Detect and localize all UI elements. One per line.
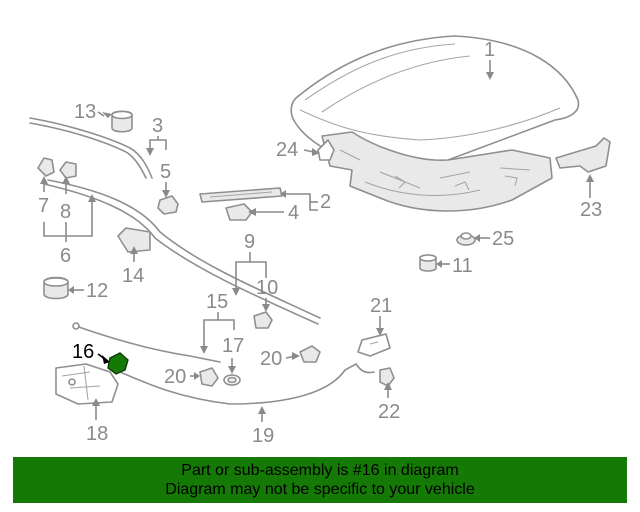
callout-22: 22 [378, 401, 400, 423]
callout-25: 25 [492, 228, 514, 250]
part-hood-lock-18 [55, 363, 119, 405]
info-banner: Part or sub-assembly is #16 in diagram D… [13, 457, 627, 503]
part-hinge-23 [555, 137, 611, 173]
part-clip-22 [379, 367, 395, 387]
callout-14: 14 [122, 265, 144, 287]
callout-23: 23 [580, 199, 602, 221]
callout-2: 2 [320, 191, 331, 213]
callout-18: 18 [86, 423, 108, 445]
part-grommet-25 [456, 232, 476, 246]
part-clip-10 [253, 311, 273, 329]
part-support-24 [317, 139, 335, 161]
part-stopper-12 [43, 276, 69, 300]
part-8 [59, 161, 77, 179]
part-16-highlighted [107, 352, 129, 375]
callout-12: 12 [86, 280, 108, 302]
part-clamp-20a [199, 367, 219, 387]
callout-15: 15 [206, 291, 228, 313]
callout-19: 19 [252, 425, 274, 447]
callout-20a: 20 [164, 366, 186, 388]
callout-3: 3 [152, 115, 163, 137]
callout-13: 13 [74, 101, 96, 123]
part-clamp-20b [299, 345, 321, 363]
leader-lines [40, 60, 594, 422]
part-7 [37, 157, 55, 177]
part-grommet-17 [223, 374, 241, 386]
part-cushion-11 [419, 254, 437, 272]
banner-line-disclaimer: Diagram may not be specific to your vehi… [165, 481, 475, 498]
part-lever-21 [357, 333, 391, 357]
callout-21: 21 [370, 295, 392, 317]
callout-5: 5 [160, 161, 171, 183]
part-bumper-13 [111, 110, 133, 133]
part-clip-4 [225, 203, 253, 221]
part-weatherstrip-3-inner [29, 122, 147, 179]
part-seal-2 [199, 187, 283, 203]
part-strip-6-inner [43, 183, 319, 325]
callout-24: 24 [276, 139, 298, 161]
callout-4: 4 [288, 202, 299, 224]
part-hood [290, 35, 580, 212]
callout-11: 11 [452, 255, 473, 277]
part-weatherstrip-3 [29, 117, 153, 179]
banner-line-part-number: Part or sub-assembly is #16 in diagram [181, 462, 459, 479]
callout-10: 10 [256, 277, 278, 299]
part-cable-15 [75, 325, 221, 363]
callout-7: 7 [38, 195, 49, 217]
part-bracket-14 [117, 227, 151, 253]
part-clip-5 [157, 195, 179, 215]
callout-labels: 1 13 3 5 24 2 4 23 7 8 6 14 9 10 25 11 1… [38, 39, 602, 447]
callout-1: 1 [484, 39, 495, 61]
callout-8: 8 [60, 201, 71, 223]
part-cable-19 [119, 363, 357, 405]
callout-17: 17 [222, 335, 244, 357]
callout-16: 16 [72, 341, 94, 363]
callout-9: 9 [244, 231, 255, 253]
part-strip-6 [47, 179, 321, 319]
callout-6: 6 [60, 245, 71, 267]
callout-20b: 20 [260, 348, 282, 370]
